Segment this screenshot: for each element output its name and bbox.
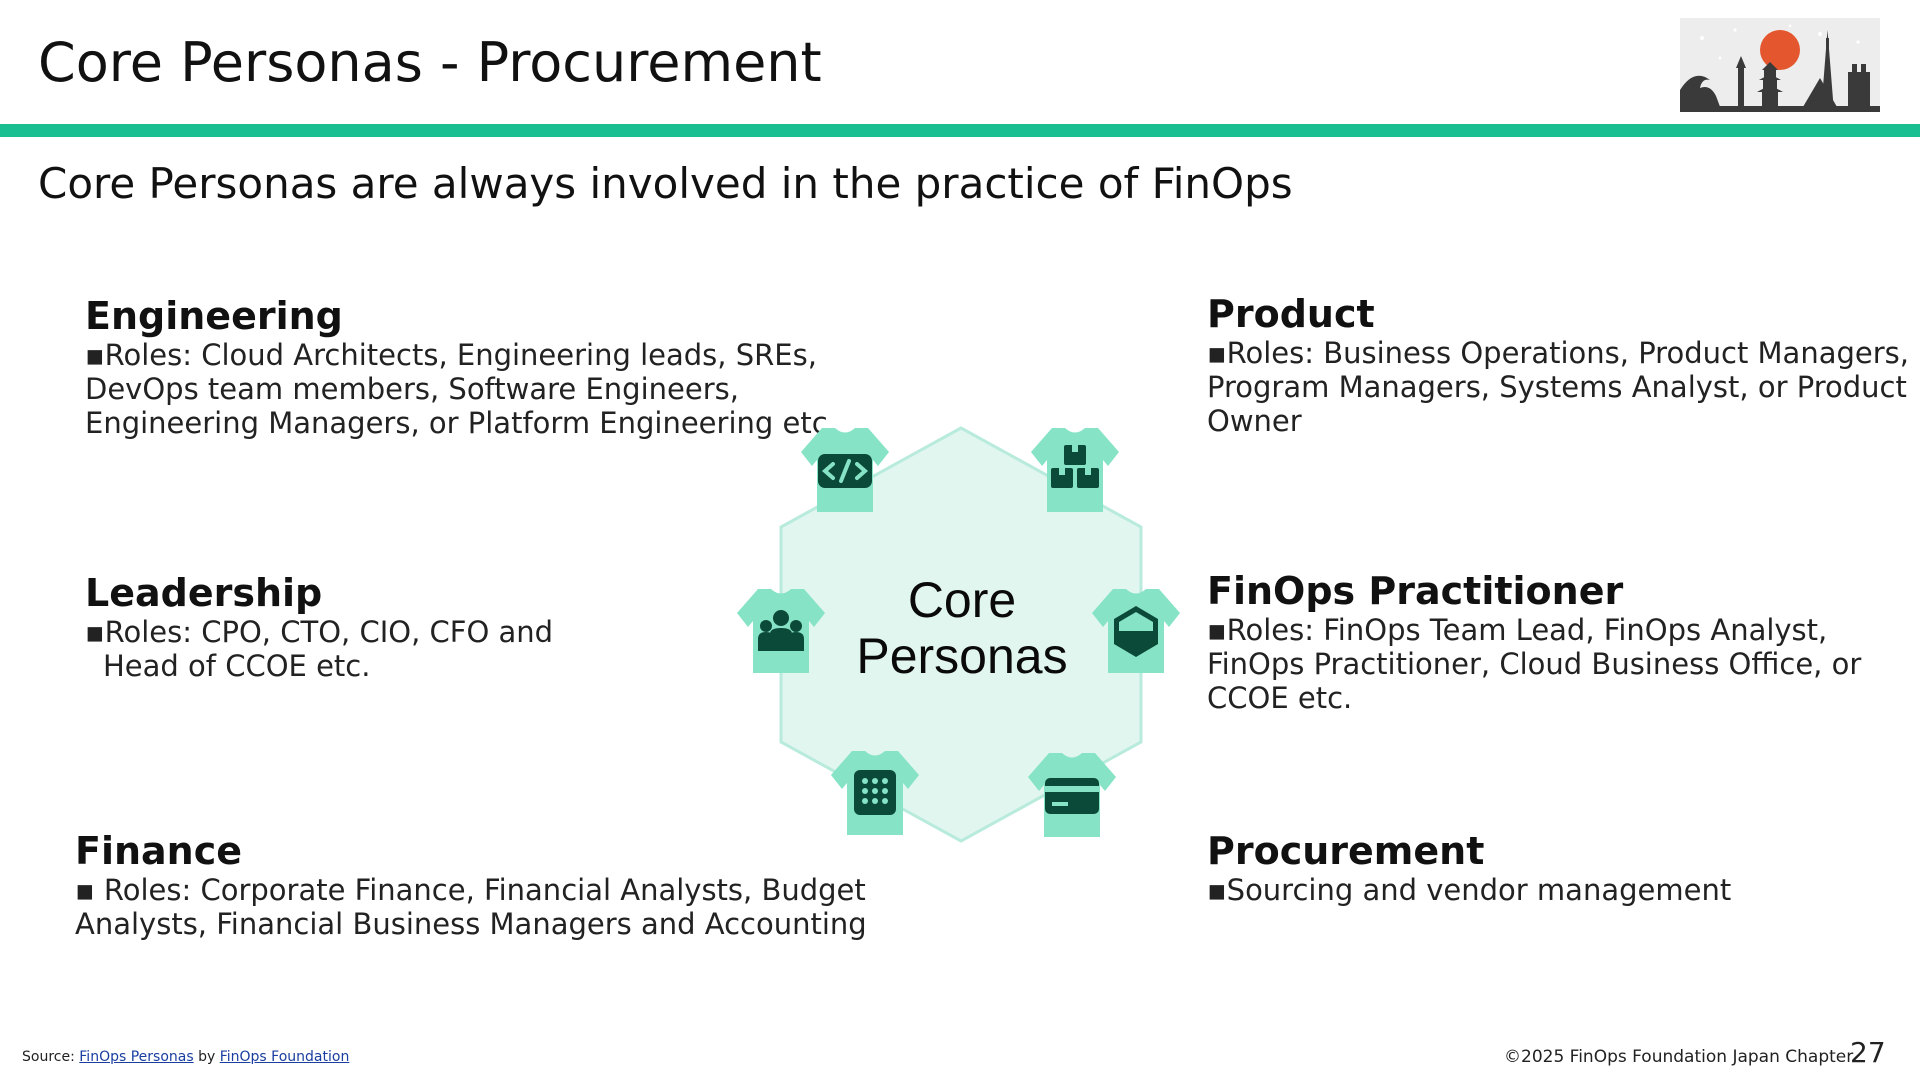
core-label-line: Core — [907, 572, 1017, 628]
persona-roles-line: ▪Roles: Business Operations, Product Man… — [1207, 336, 1909, 370]
accent-divider — [0, 124, 1920, 137]
persona-roles-line: Program Managers, Systems Analyst, or Pr… — [1207, 370, 1907, 404]
code-icon — [818, 454, 872, 488]
persona-roles-line: ▪Roles: Cloud Architects, Engineering le… — [85, 338, 817, 372]
core-personas-hexagon — [779, 426, 1143, 843]
persona-roles-line: ▪Roles: CPO, CTO, CIO, CFO and — [85, 615, 554, 649]
persona-roles-line: CCOE etc. — [1207, 681, 1353, 715]
core-personas-label: Core Personas — [812, 572, 1112, 684]
persona-engineering: Engineering ▪Roles: Cloud Architects, En… — [85, 294, 837, 440]
persona-heading: Leadership — [85, 571, 323, 615]
persona-roles-line: FinOps Practitioner, Cloud Business Offi… — [1207, 647, 1862, 681]
persona-roles-line: Engineering Managers, or Platform Engine… — [85, 406, 837, 440]
calculator-icon — [854, 770, 896, 815]
persona-roles-line: Analysts, Financial Business Managers an… — [75, 907, 867, 941]
persona-heading: Procurement — [1207, 829, 1485, 873]
core-personas-diagram — [737, 426, 1180, 843]
procurement-persona-icon — [1028, 753, 1116, 837]
finops-practitioner-persona-icon — [1092, 589, 1180, 673]
copyright-notice: ©2025 FinOps Foundation Japan Chapter — [1504, 1047, 1854, 1067]
finops-foundation-link[interactable]: FinOps Foundation — [219, 1049, 350, 1065]
persona-roles-line: DevOps team members, Software Engineers, — [85, 372, 739, 406]
persona-roles-line: ▪Sourcing and vendor management — [1207, 873, 1732, 907]
leadership-persona-icon — [737, 589, 825, 673]
persona-heading: Product — [1207, 292, 1375, 336]
credit-card-icon — [1045, 778, 1099, 814]
source-prefix: Source: — [22, 1049, 80, 1065]
hexagon-icon — [1114, 606, 1158, 657]
persona-leadership: Leadership ▪Roles: CPO, CTO, CIO, CFO an… — [85, 571, 553, 683]
persona-product: Product ▪Roles: Business Operations, Pro… — [1207, 292, 1909, 438]
persona-heading: Engineering — [85, 294, 343, 338]
persona-roles-line: Head of CCOE etc. — [103, 649, 371, 683]
page-number: 27 — [1850, 1036, 1886, 1069]
persona-heading: Finance — [75, 829, 243, 873]
core-label-line: Personas — [856, 628, 1068, 684]
boxes-icon — [1051, 445, 1099, 488]
persona-roles-line: Owner — [1207, 404, 1302, 438]
source-citation: Source: FinOps Personas by FinOps Founda… — [22, 1049, 349, 1065]
finance-persona-icon — [831, 751, 919, 835]
engineering-persona-icon — [801, 428, 889, 512]
persona-heading: FinOps Practitioner — [1207, 569, 1624, 613]
slide-subtitle: Core Personas are always involved in the… — [38, 159, 1293, 208]
finops-personas-link[interactable]: FinOps Personas — [79, 1049, 194, 1065]
source-by: by — [193, 1049, 220, 1065]
persona-finops-practitioner: FinOps Practitioner ▪Roles: FinOps Team … — [1207, 569, 1861, 715]
persona-roles-line: ▪ Roles: Corporate Finance, Financial An… — [75, 873, 866, 907]
team-icon — [758, 610, 804, 651]
persona-roles-line: ▪Roles: FinOps Team Lead, FinOps Analyst… — [1207, 613, 1828, 647]
japan-skyline-logo-icon — [1680, 18, 1880, 112]
slide-title: Core Personas - Procurement — [38, 31, 822, 94]
product-persona-icon — [1031, 428, 1119, 512]
persona-procurement: Procurement ▪Sourcing and vendor managem… — [1207, 829, 1731, 907]
persona-finance: Finance ▪ Roles: Corporate Finance, Fina… — [75, 829, 867, 941]
